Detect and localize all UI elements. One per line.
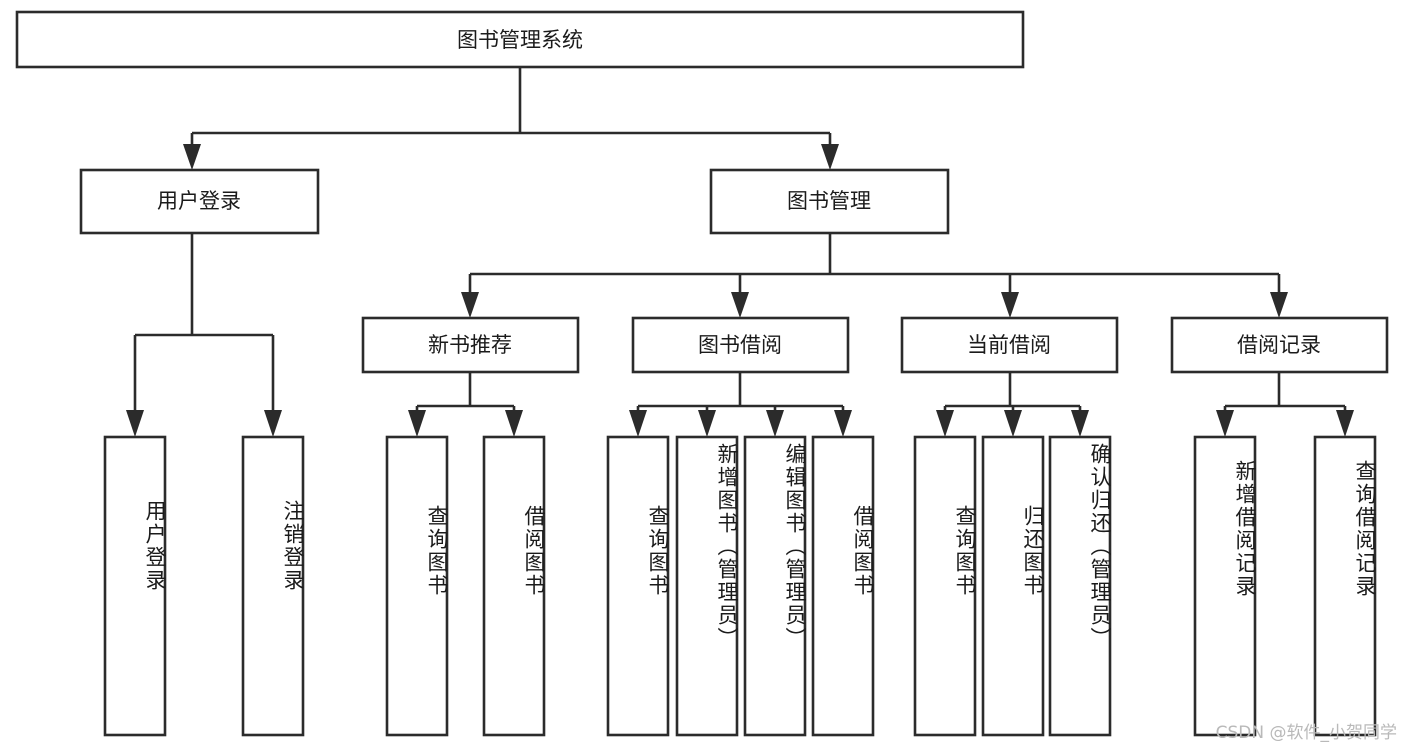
node-current-borrow-box[interactable] <box>900 316 1119 374</box>
connector-user-login-to-leaves <box>126 233 282 437</box>
node-current-borrow[interactable]: 当前借阅 <box>900 316 1119 374</box>
arrow-head-leaf-b3 <box>766 410 784 437</box>
leaf-box-current-borrow-1[interactable] <box>913 435 977 737</box>
arrow-head-user-login <box>183 144 201 170</box>
leaf-box-user-login-1[interactable] <box>103 435 167 737</box>
node-borrow-record[interactable]: 借阅记录 <box>1170 316 1389 374</box>
node-new-book-recommend-label: 新书推荐 <box>428 333 512 357</box>
connector-book-manage-to-level3 <box>461 233 1288 318</box>
node-book-borrow-label: 图书借阅 <box>698 333 782 357</box>
arrow-head-borrow-record <box>1270 292 1288 318</box>
arrow-head-leaf-u1 <box>126 410 144 437</box>
leaf-box-borrow-record-1[interactable] <box>1193 435 1257 737</box>
arrow-head-leaf-n1 <box>408 410 426 437</box>
node-root-label: 图书管理系统 <box>457 28 583 52</box>
leaf-box-book-borrow-3[interactable] <box>743 435 807 737</box>
arrow-head-leaf-b1 <box>629 410 647 437</box>
node-root-box[interactable] <box>15 10 1025 69</box>
arrow-head-current-borrow <box>1001 292 1019 318</box>
node-borrow-record-label: 借阅记录 <box>1237 333 1321 357</box>
node-user-login-label: 用户登录 <box>157 189 241 213</box>
node-book-borrow[interactable]: 图书借阅 <box>631 316 850 374</box>
node-book-borrow-box[interactable] <box>631 316 850 374</box>
leaf-box-user-login-2[interactable] <box>241 435 305 737</box>
connector-root-to-level2 <box>183 67 839 170</box>
leaf-box-current-borrow-3[interactable] <box>1048 435 1112 737</box>
node-user-login[interactable]: 用户登录 <box>79 168 320 235</box>
arrow-head-leaf-b4 <box>834 410 852 437</box>
node-borrow-record-box[interactable] <box>1170 316 1389 374</box>
arrow-head-new-book <box>461 292 479 318</box>
node-root[interactable]: 图书管理系统 <box>15 10 1025 69</box>
leaf-box-new-book-1[interactable] <box>385 435 449 737</box>
arrow-head-book-borrow <box>731 292 749 318</box>
leaf-box-new-book-2[interactable] <box>482 435 546 737</box>
leaf-box-book-borrow-2[interactable] <box>675 435 739 737</box>
node-user-login-box[interactable] <box>79 168 320 235</box>
node-new-book-recommend-box[interactable] <box>361 316 580 374</box>
connector-new-book-to-leaves <box>408 372 523 437</box>
arrow-head-leaf-r2 <box>1336 410 1354 437</box>
leaf-box-book-borrow-1[interactable] <box>606 435 670 737</box>
watermark-label: CSDN @软件_小贺同学 <box>1215 723 1397 743</box>
leaf-box-book-borrow-4[interactable] <box>811 435 875 737</box>
arrow-head-leaf-n2 <box>505 410 523 437</box>
connector-borrow-record-to-leaves <box>1216 372 1354 437</box>
arrow-head-leaf-r1 <box>1216 410 1234 437</box>
node-book-manage-label: 图书管理 <box>787 189 871 213</box>
arrow-head-leaf-u2 <box>264 410 282 437</box>
arrow-head-leaf-c1 <box>936 410 954 437</box>
arrow-head-leaf-c3 <box>1071 410 1089 437</box>
connector-book-borrow-to-leaves <box>629 372 852 437</box>
node-current-borrow-label: 当前借阅 <box>967 333 1051 357</box>
leaf-box-borrow-record-2[interactable] <box>1313 435 1377 737</box>
node-book-manage-box[interactable] <box>709 168 950 235</box>
arrow-head-book-manage <box>821 144 839 170</box>
connector-current-borrow-to-leaves <box>936 372 1089 437</box>
node-new-book-recommend[interactable]: 新书推荐 <box>361 316 580 374</box>
node-book-manage[interactable]: 图书管理 <box>709 168 950 235</box>
leaf-box-current-borrow-2[interactable] <box>981 435 1045 737</box>
arrow-head-leaf-c2 <box>1004 410 1022 437</box>
arrow-head-leaf-b2 <box>698 410 716 437</box>
